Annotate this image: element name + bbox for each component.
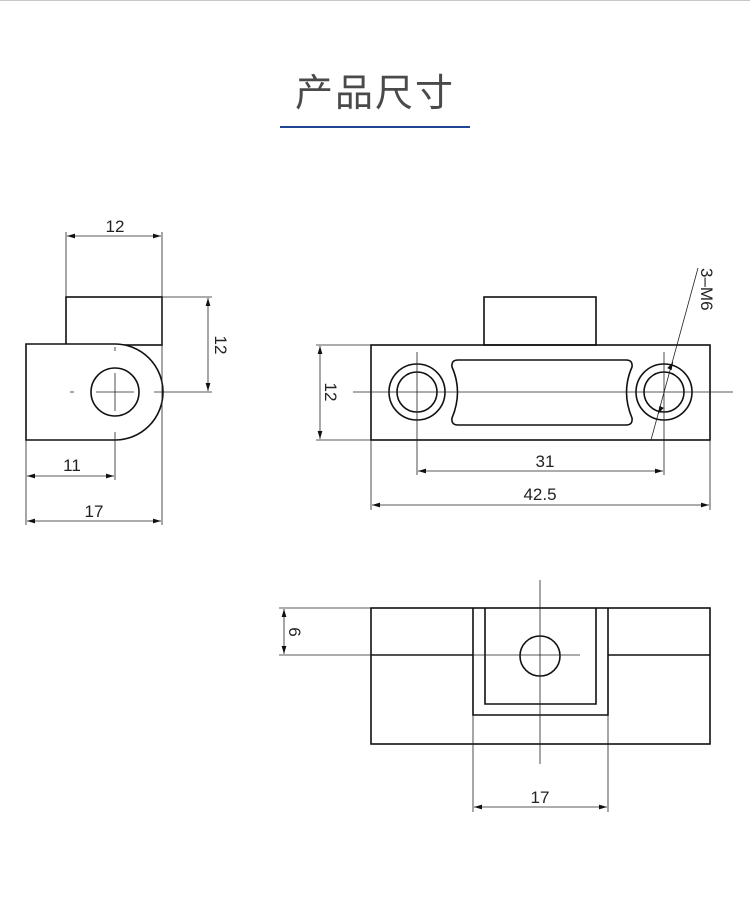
dim-front-height: 12 (321, 383, 340, 402)
front-view: 12 31 42.5 3–M6 (316, 267, 733, 510)
dim-total-width: 17 (85, 502, 104, 521)
bottom-extension-lines (279, 607, 609, 812)
side-centerlines (70, 347, 212, 411)
side-boss-outline (65, 296, 163, 346)
front-extension-lines (316, 344, 711, 510)
dim-top-width: 12 (106, 217, 125, 236)
center-slot (451, 359, 633, 426)
dim-hole-height: 6 (285, 627, 304, 636)
thread-callout: 3–M6 (697, 268, 716, 311)
dim-hole-spacing: 31 (536, 452, 555, 471)
bottom-body-outline (370, 607, 711, 745)
side-hole (90, 367, 140, 417)
front-centerlines (353, 352, 733, 475)
dim-hole-offset: 11 (63, 456, 81, 475)
dim-right-height: 12 (211, 336, 230, 355)
bottom-view: 6 17 (279, 580, 711, 812)
side-body-outline (25, 343, 164, 441)
dim-channel-width: 17 (531, 788, 550, 807)
side-extension-lines (25, 232, 212, 525)
front-boss-outline (483, 296, 597, 346)
title-underline (280, 126, 470, 128)
thread-leader-arrow-bottom (657, 405, 664, 415)
side-view: 12 12 11 17 (25, 217, 230, 525)
top-divider (0, 0, 750, 1)
dim-total-length: 42.5 (523, 485, 556, 504)
thread-leader-line (650, 267, 699, 441)
front-body-outline (370, 344, 711, 441)
bottom-centerlines (279, 580, 580, 764)
channel-inner (484, 608, 597, 705)
page-title: 产品尺寸 (294, 71, 455, 115)
thread-leader-arrow-top (667, 361, 674, 371)
channel-outer (472, 608, 609, 716)
